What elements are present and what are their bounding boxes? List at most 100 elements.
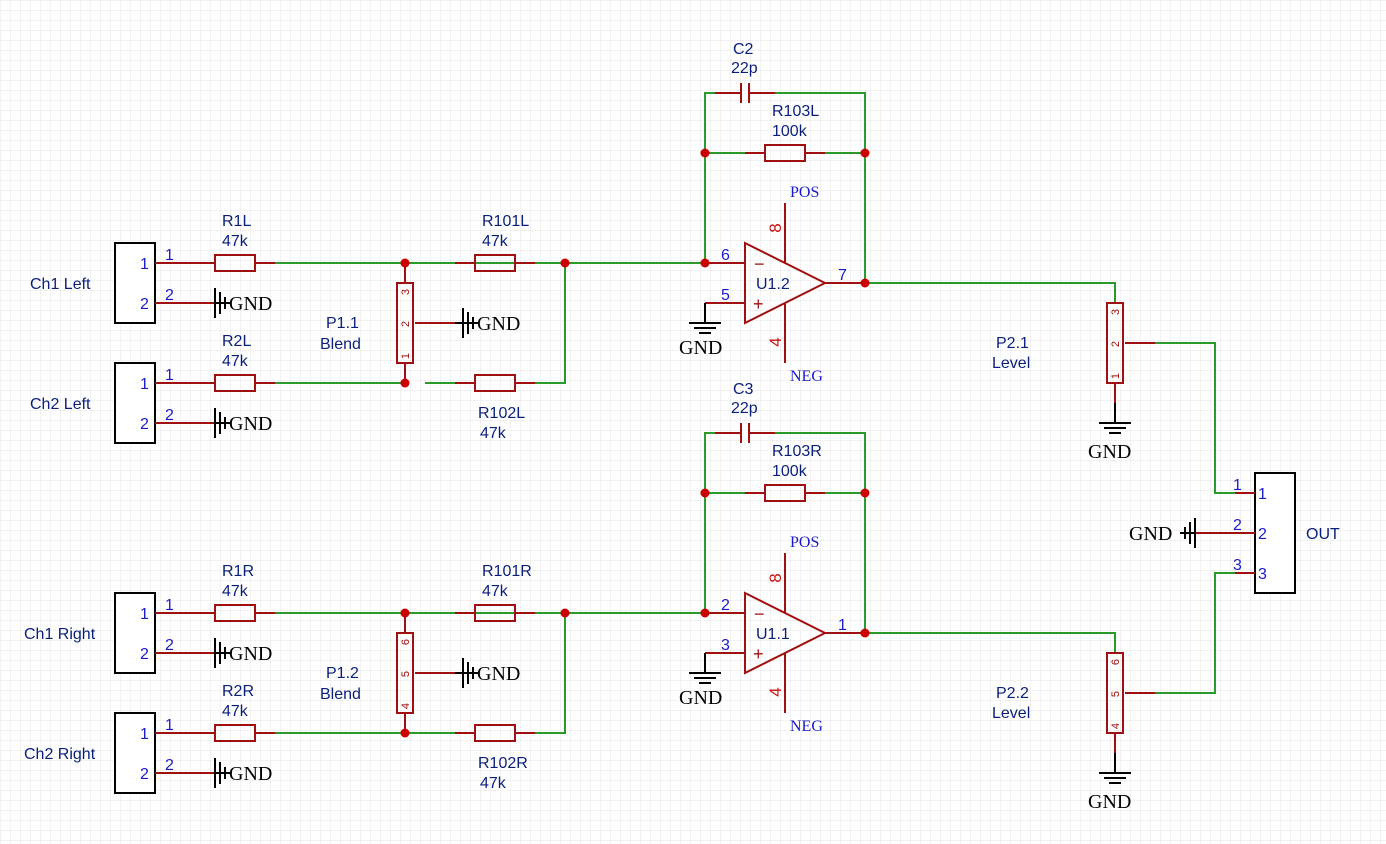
junction-dot [700,258,710,268]
svg-text:2: 2 [1110,341,1122,347]
junction-dot [400,608,410,618]
ground-symbol: GND [214,638,272,668]
svg-text:GND: GND [477,663,520,685]
svg-text:U1.2: U1.2 [756,276,790,293]
svg-text:6: 6 [400,639,412,645]
junction-dot [700,608,710,618]
junction-dot [700,148,710,158]
svg-text:1: 1 [165,247,174,264]
svg-text:P1.2: P1.2 [326,665,359,682]
svg-text:3: 3 [721,637,730,654]
svg-text:2: 2 [165,637,174,654]
svg-text:GND: GND [1088,441,1131,463]
resistor-r103r: R103R 100k [745,443,825,502]
svg-text:2: 2 [1233,517,1242,534]
svg-text:Blend: Blend [320,336,361,353]
svg-text:8: 8 [766,573,785,582]
junction-dot [860,278,870,288]
resistor-r101r: R101R 47k [455,563,535,622]
svg-text:2: 2 [1258,526,1267,543]
pot-p2-2: 6 5 4 P2.2 Level [992,652,1155,753]
pot-p1-2: 6 5 4 P1.2 Blend [320,613,455,733]
resistor-r101l: R101L 47k [455,213,535,272]
resistor-r2l: R2L 47k [214,333,275,392]
resistor-r1r: R1R 47k [214,563,275,622]
svg-text:47k: 47k [222,353,249,370]
svg-text:Level: Level [992,705,1030,722]
svg-text:R1R: R1R [222,563,254,580]
junction-dot [400,378,410,388]
svg-text:100k: 100k [772,123,808,140]
svg-text:5: 5 [1110,691,1122,697]
svg-text:47k: 47k [480,425,507,442]
ground-symbol: GND [1129,518,1196,548]
svg-text:2: 2 [140,296,149,313]
pot-p2-1: 3 2 1 P2.1 Level [992,302,1155,403]
ground-symbol: GND [455,658,520,688]
junction-dot [700,488,710,498]
svg-text:2: 2 [165,287,174,304]
svg-text:GND: GND [229,293,272,315]
svg-text:R103R: R103R [772,443,822,460]
junction-dot [860,148,870,158]
ground-symbol: GND [455,308,520,338]
connector-ch2-right: 1 2 1 2 Ch2 Right [24,712,215,794]
svg-text:1: 1 [140,726,149,743]
svg-text:−: − [754,604,765,624]
svg-text:Level: Level [992,355,1030,372]
svg-text:47k: 47k [482,583,509,600]
svg-text:Blend: Blend [320,686,361,703]
svg-text:R2L: R2L [222,333,251,350]
junction-dot [400,258,410,268]
connector-ch1-left: 1 2 1 2 Ch1 Left [30,242,215,324]
svg-text:2: 2 [140,646,149,663]
svg-text:7: 7 [838,267,847,284]
svg-text:2: 2 [140,766,149,783]
svg-text:P1.1: P1.1 [326,315,359,332]
ground-symbol: GND [1088,753,1131,813]
pot-p1-1: 3 2 1 P1.1 Blend [320,263,455,383]
svg-text:GND: GND [1129,523,1172,545]
connector-out: 1 2 3 1 2 3 OUT [1195,472,1340,594]
out-label: OUT [1306,526,1340,543]
svg-text:+: + [753,644,764,664]
svg-text:1: 1 [140,376,149,393]
svg-text:5: 5 [400,671,412,677]
svg-text:2: 2 [165,757,174,774]
svg-text:1: 1 [140,606,149,623]
ch1-right-label: Ch1 Right [24,626,96,643]
ground-symbol: GND [214,408,272,438]
svg-text:2: 2 [721,597,730,614]
svg-text:4: 4 [766,337,785,346]
svg-text:P2.1: P2.1 [996,335,1029,352]
svg-text:47k: 47k [480,775,507,792]
opamp-u1-1: − + U1.1 2 3 1 8 4 POS NEG [705,534,865,735]
svg-text:1: 1 [1110,373,1122,379]
svg-text:+: + [753,294,764,314]
svg-text:6: 6 [1110,659,1122,665]
svg-text:P2.2: P2.2 [996,685,1029,702]
resistor-r2r: R2R 47k [214,683,275,742]
svg-text:U1.1: U1.1 [756,626,790,643]
svg-text:NEG: NEG [790,718,823,735]
resistor-r102l: R102L 47k [455,374,535,442]
svg-text:GND: GND [679,337,722,359]
svg-text:2: 2 [165,407,174,424]
ground-symbol: GND [214,288,272,318]
svg-text:GND: GND [477,313,520,335]
svg-text:4: 4 [766,687,785,696]
svg-text:3: 3 [1233,557,1242,574]
svg-text:R2R: R2R [222,683,254,700]
capacitor-c2: C2 22p [715,41,775,103]
ch2-right-label: Ch2 Right [24,746,96,763]
svg-text:3: 3 [1258,566,1267,583]
svg-text:1: 1 [165,597,174,614]
svg-text:R102R: R102R [478,755,528,772]
junction-dot [560,258,570,268]
ground-symbol: GND [214,758,272,788]
junction-dot [400,728,410,738]
ground-symbol: GND [1088,403,1131,463]
svg-text:4: 4 [400,703,412,709]
